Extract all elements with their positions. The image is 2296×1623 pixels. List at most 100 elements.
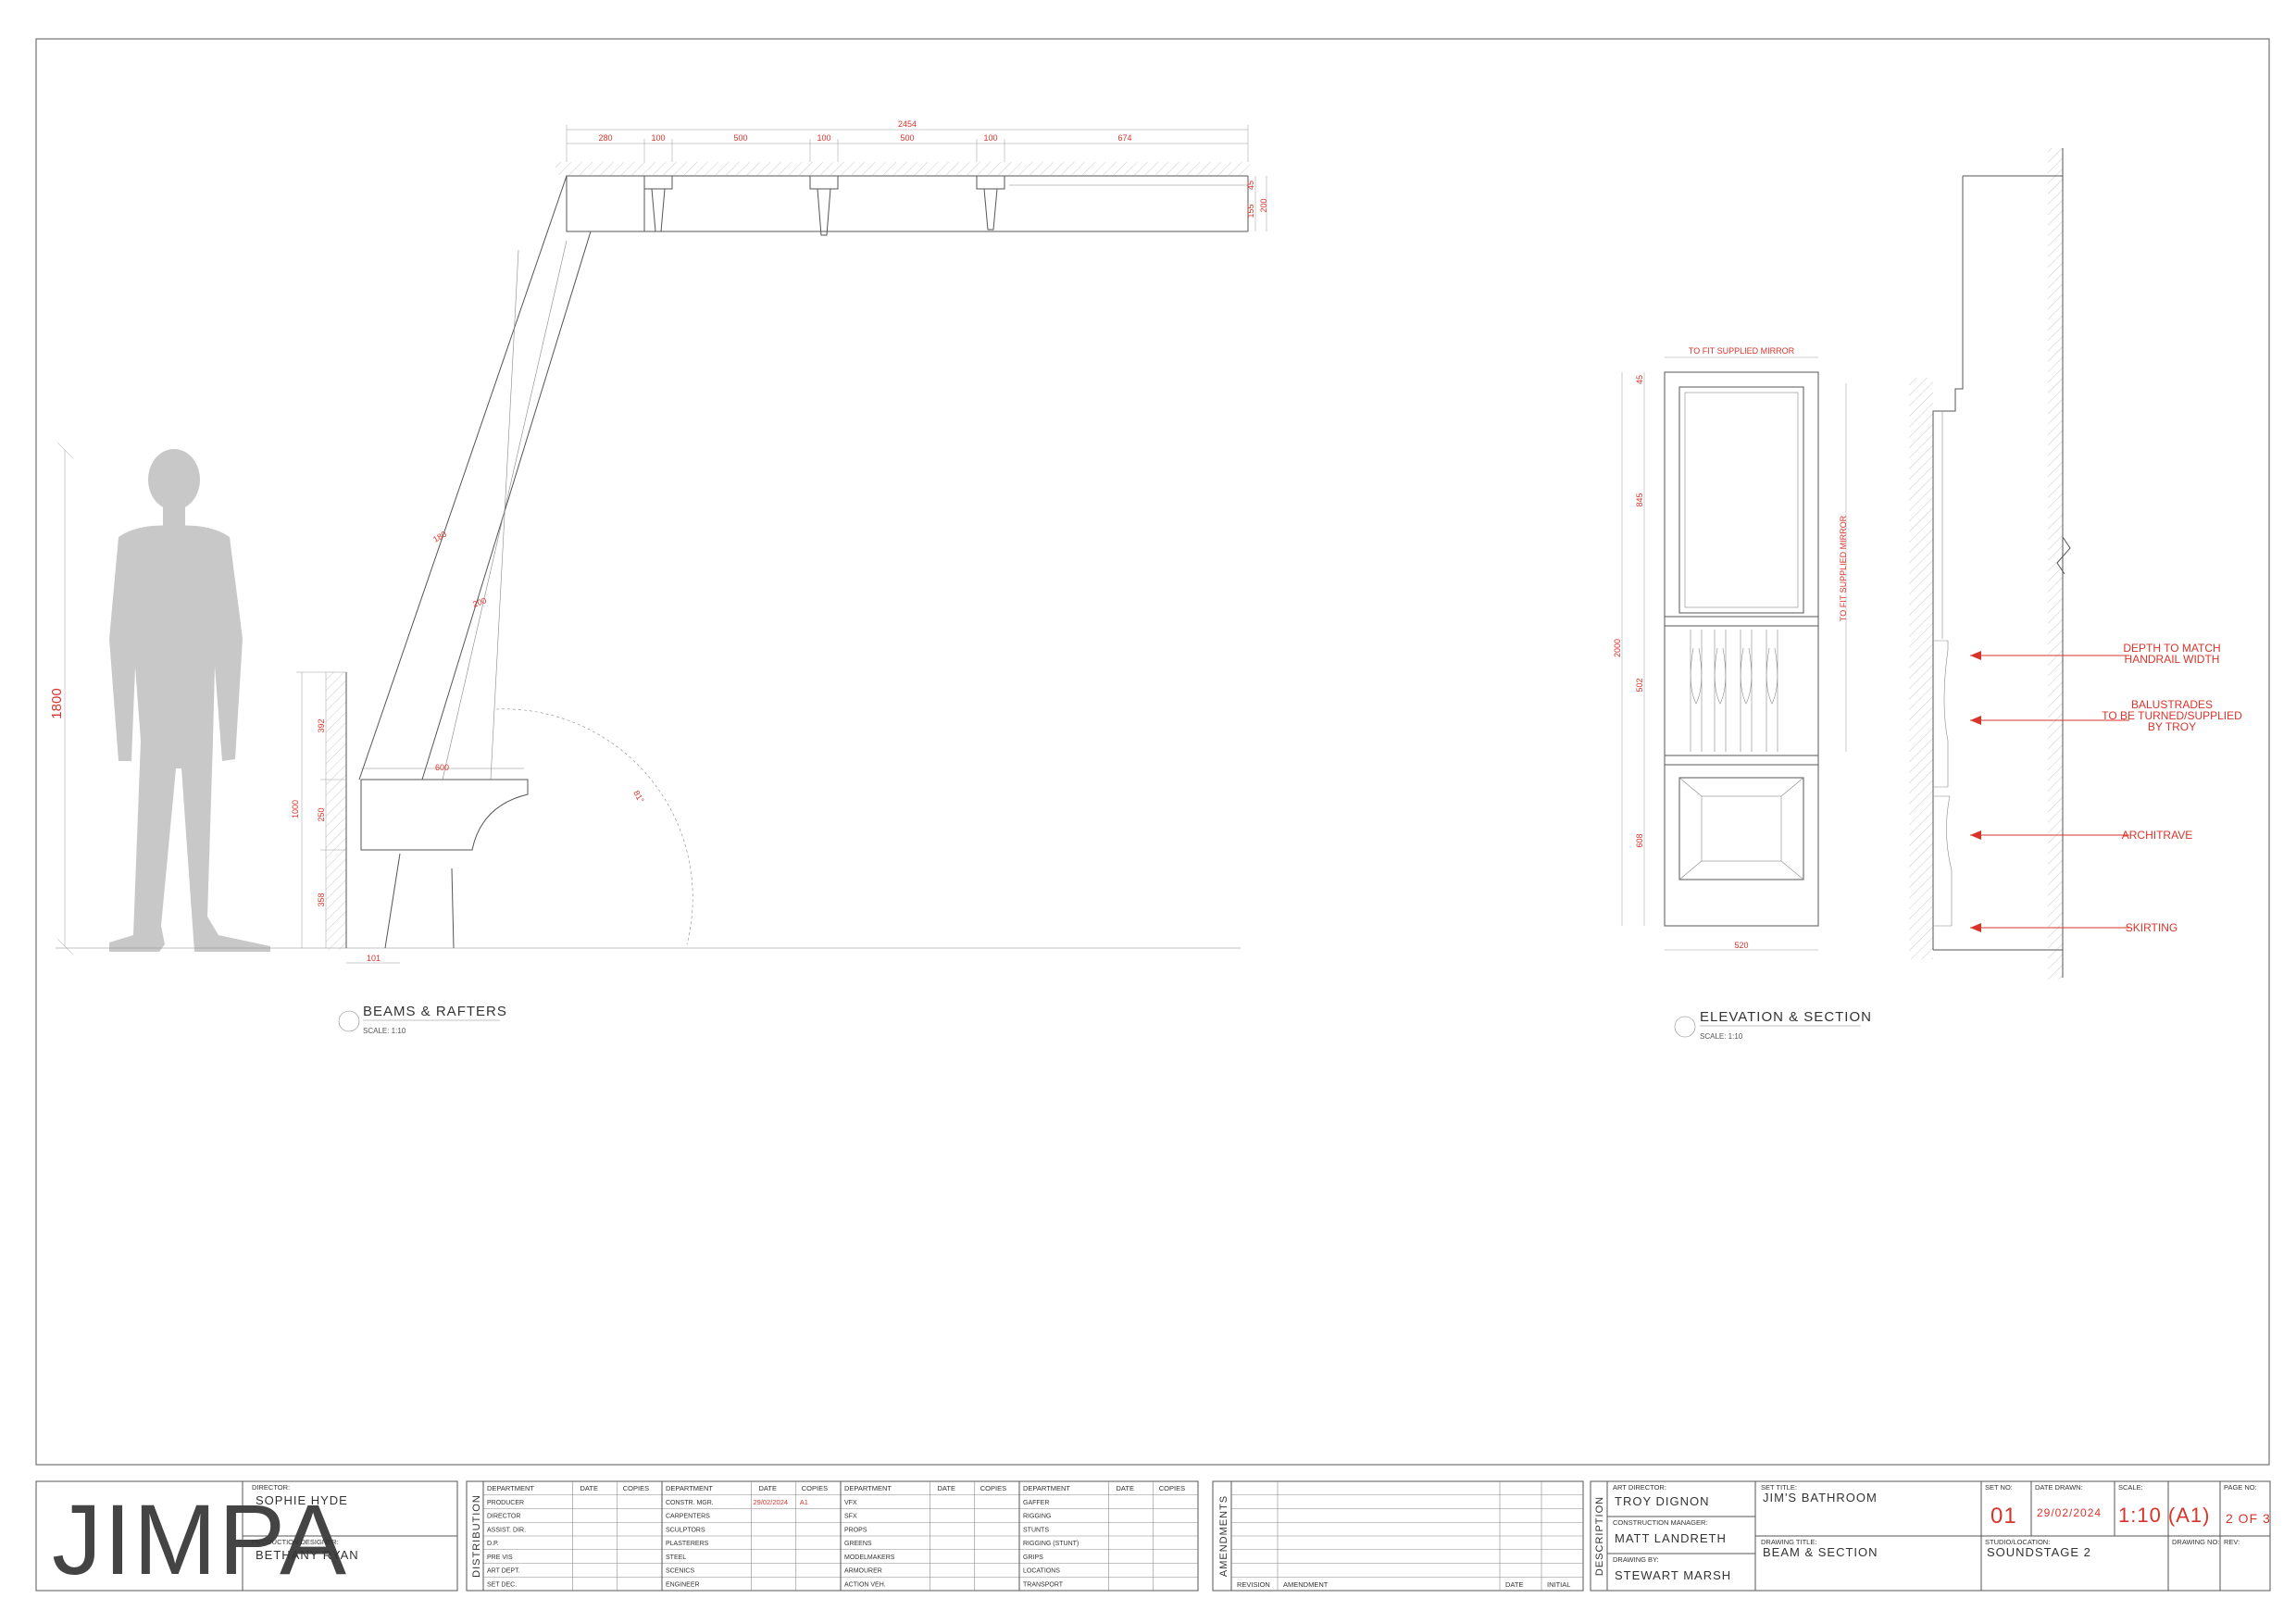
svg-text:DRAWING TITLE:: DRAWING TITLE: <box>1761 1538 1816 1546</box>
svg-text:DEPTH TO MATCH: DEPTH TO MATCH <box>2123 642 2220 655</box>
svg-text:392: 392 <box>317 718 326 732</box>
dist-department: PRODUCER <box>487 1500 524 1506</box>
jimpa-logo: JIMPA <box>52 1483 348 1595</box>
elevation-section-scale: SCALE: 1:10 <box>1700 1032 1743 1041</box>
svg-text:TROY DIGNON: TROY DIGNON <box>1615 1494 1710 1508</box>
svg-text:AMENDMENTS: AMENDMENTS <box>1218 1495 1229 1577</box>
dist-department: STUNTS <box>1023 1527 1049 1533</box>
svg-text:DESCRIPTION: DESCRIPTION <box>1594 1496 1605 1576</box>
dist-department: GAFFER <box>1023 1500 1049 1506</box>
amend-header: REVISION <box>1237 1580 1270 1589</box>
sheet-border <box>35 38 2270 1466</box>
svg-text:TO FIT SUPPLIED MIRROR: TO FIT SUPPLIED MIRROR <box>1689 346 1795 356</box>
beams-rafters-drawing: 1800 81° <box>49 119 1268 1035</box>
elevation-section-title: ELEVATION & SECTION <box>1700 1009 1872 1025</box>
svg-text:100: 100 <box>983 133 997 143</box>
dist-department: ARMOURER <box>844 1568 882 1575</box>
dist-department: LOCATIONS <box>1023 1568 1060 1575</box>
dist-header: DEPARTMENT <box>844 1484 892 1492</box>
svg-text:STUDIO/LOCATION:: STUDIO/LOCATION: <box>1985 1538 2050 1546</box>
svg-text:BY TROY: BY TROY <box>2148 720 2196 733</box>
dist-header: DEPARTMENT <box>666 1484 713 1492</box>
title-block: JIMPA DIRECTOR: SOPHIE HYDE PRODUCTION D… <box>35 1480 2271 1595</box>
svg-text:DRAWING NO:: DRAWING NO: <box>2172 1538 2219 1546</box>
svg-text:DISTRIBUTION: DISTRIBUTION <box>471 1494 482 1578</box>
amend-header: INITIAL <box>1547 1580 1570 1589</box>
callout-arrows <box>1970 651 2129 932</box>
elevation-section-drawing: TO FIT SUPPLIED MIRROR 45 845 502 608 20… <box>1613 148 2242 1041</box>
svg-text:BETHANY RYAN: BETHANY RYAN <box>256 1548 359 1562</box>
svg-text:TO BE TURNED/SUPPLIED: TO BE TURNED/SUPPLIED <box>2102 709 2242 722</box>
constr-copies: A1 <box>800 1498 808 1506</box>
svg-text:2000: 2000 <box>1613 639 1622 657</box>
svg-text:100: 100 <box>817 133 830 143</box>
svg-text:2 OF 3: 2 OF 3 <box>2226 1511 2271 1526</box>
svg-text:45: 45 <box>1246 181 1255 190</box>
svg-text:DATE DRAWN:: DATE DRAWN: <box>2035 1483 2083 1492</box>
dist-department: SET DEC. <box>487 1581 517 1588</box>
svg-text:MATT LANDRETH: MATT LANDRETH <box>1615 1531 1727 1545</box>
dist-department: VFX <box>844 1500 857 1506</box>
svg-text:520: 520 <box>1734 941 1748 950</box>
svg-text:200: 200 <box>1259 198 1268 212</box>
svg-text:502: 502 <box>1635 678 1644 692</box>
dist-header: COPIES <box>623 1484 649 1492</box>
dist-header: COPIES <box>802 1484 828 1492</box>
svg-text:29/02/2024: 29/02/2024 <box>2037 1506 2102 1519</box>
svg-text:SET TITLE:: SET TITLE: <box>1761 1483 1797 1492</box>
svg-text:45: 45 <box>1635 375 1644 384</box>
dist-header: DATE <box>759 1484 777 1492</box>
svg-text:DIRECTOR:: DIRECTOR: <box>252 1483 290 1492</box>
dist-department: SCENICS <box>666 1568 694 1575</box>
svg-text:600: 600 <box>435 763 449 772</box>
balustrade-icon <box>1690 630 1778 752</box>
dist-department: CARPENTERS <box>666 1514 710 1520</box>
svg-text:81°: 81° <box>631 789 646 805</box>
svg-text:SET NO:: SET NO: <box>1985 1483 2013 1492</box>
dist-department: ASSIST. DIR. <box>487 1527 526 1533</box>
dist-header: DATE <box>938 1484 955 1492</box>
svg-text:TO FIT SUPPLIED MIRROR: TO FIT SUPPLIED MIRROR <box>1839 515 1848 621</box>
svg-text:100: 100 <box>651 133 665 143</box>
svg-text:155: 155 <box>1246 204 1255 218</box>
figure-height-dim: 1800 <box>49 688 65 718</box>
svg-text:01: 01 <box>1990 1504 2017 1529</box>
dist-department: GREENS <box>844 1541 872 1547</box>
dist-department: D.P. <box>487 1541 499 1547</box>
svg-text:200: 200 <box>471 595 488 609</box>
svg-text:STEWART MARSH: STEWART MARSH <box>1615 1568 1731 1582</box>
svg-text:ARCHITRAVE: ARCHITRAVE <box>2122 829 2192 842</box>
dist-department: ART DEPT. <box>487 1568 520 1575</box>
dist-department: ENGINEER <box>666 1581 700 1588</box>
dist-department: ACTION VEH. <box>844 1581 886 1588</box>
svg-text:REV:: REV: <box>2224 1538 2240 1546</box>
svg-text:500: 500 <box>900 133 914 143</box>
dist-header: DATE <box>580 1484 598 1492</box>
dist-department: TRANSPORT <box>1023 1581 1064 1588</box>
svg-text:180: 180 <box>431 530 448 544</box>
dist-header: DEPARTMENT <box>1023 1484 1070 1492</box>
svg-text:1:10 (A1): 1:10 (A1) <box>2118 1504 2211 1527</box>
amend-header: DATE <box>1505 1580 1523 1589</box>
svg-text:CONSTRUCTION MANAGER:: CONSTRUCTION MANAGER: <box>1613 1518 1708 1527</box>
svg-text:250: 250 <box>317 807 326 821</box>
svg-text:101: 101 <box>367 954 381 963</box>
svg-text:SKIRTING: SKIRTING <box>2126 921 2177 934</box>
dist-header: DATE <box>1117 1484 1134 1492</box>
svg-text:PRODUCTION DESIGNER:: PRODUCTION DESIGNER: <box>252 1538 339 1546</box>
dist-department: MODELMAKERS <box>844 1554 895 1561</box>
svg-text:BALUSTRADES: BALUSTRADES <box>2131 698 2213 711</box>
dist-department: PLASTERERS <box>666 1541 709 1547</box>
svg-text:SCALE:: SCALE: <box>2118 1483 2143 1492</box>
dist-department: RIGGING (STUNT) <box>1023 1541 1079 1547</box>
constr-date: 29/02/2024 <box>754 1498 789 1506</box>
dist-header: COPIES <box>980 1484 1006 1492</box>
dist-department: PRE VIS <box>487 1554 513 1561</box>
svg-text:DRAWING BY:: DRAWING BY: <box>1613 1555 1659 1564</box>
svg-text:PAGE NO:: PAGE NO: <box>2224 1483 2257 1492</box>
dist-department: DIRECTOR <box>487 1514 520 1520</box>
svg-text:BEAM & SECTION: BEAM & SECTION <box>1763 1545 1878 1559</box>
dist-department: CONSTR. MGR. <box>666 1500 714 1506</box>
dist-department: RIGGING <box>1023 1514 1051 1520</box>
